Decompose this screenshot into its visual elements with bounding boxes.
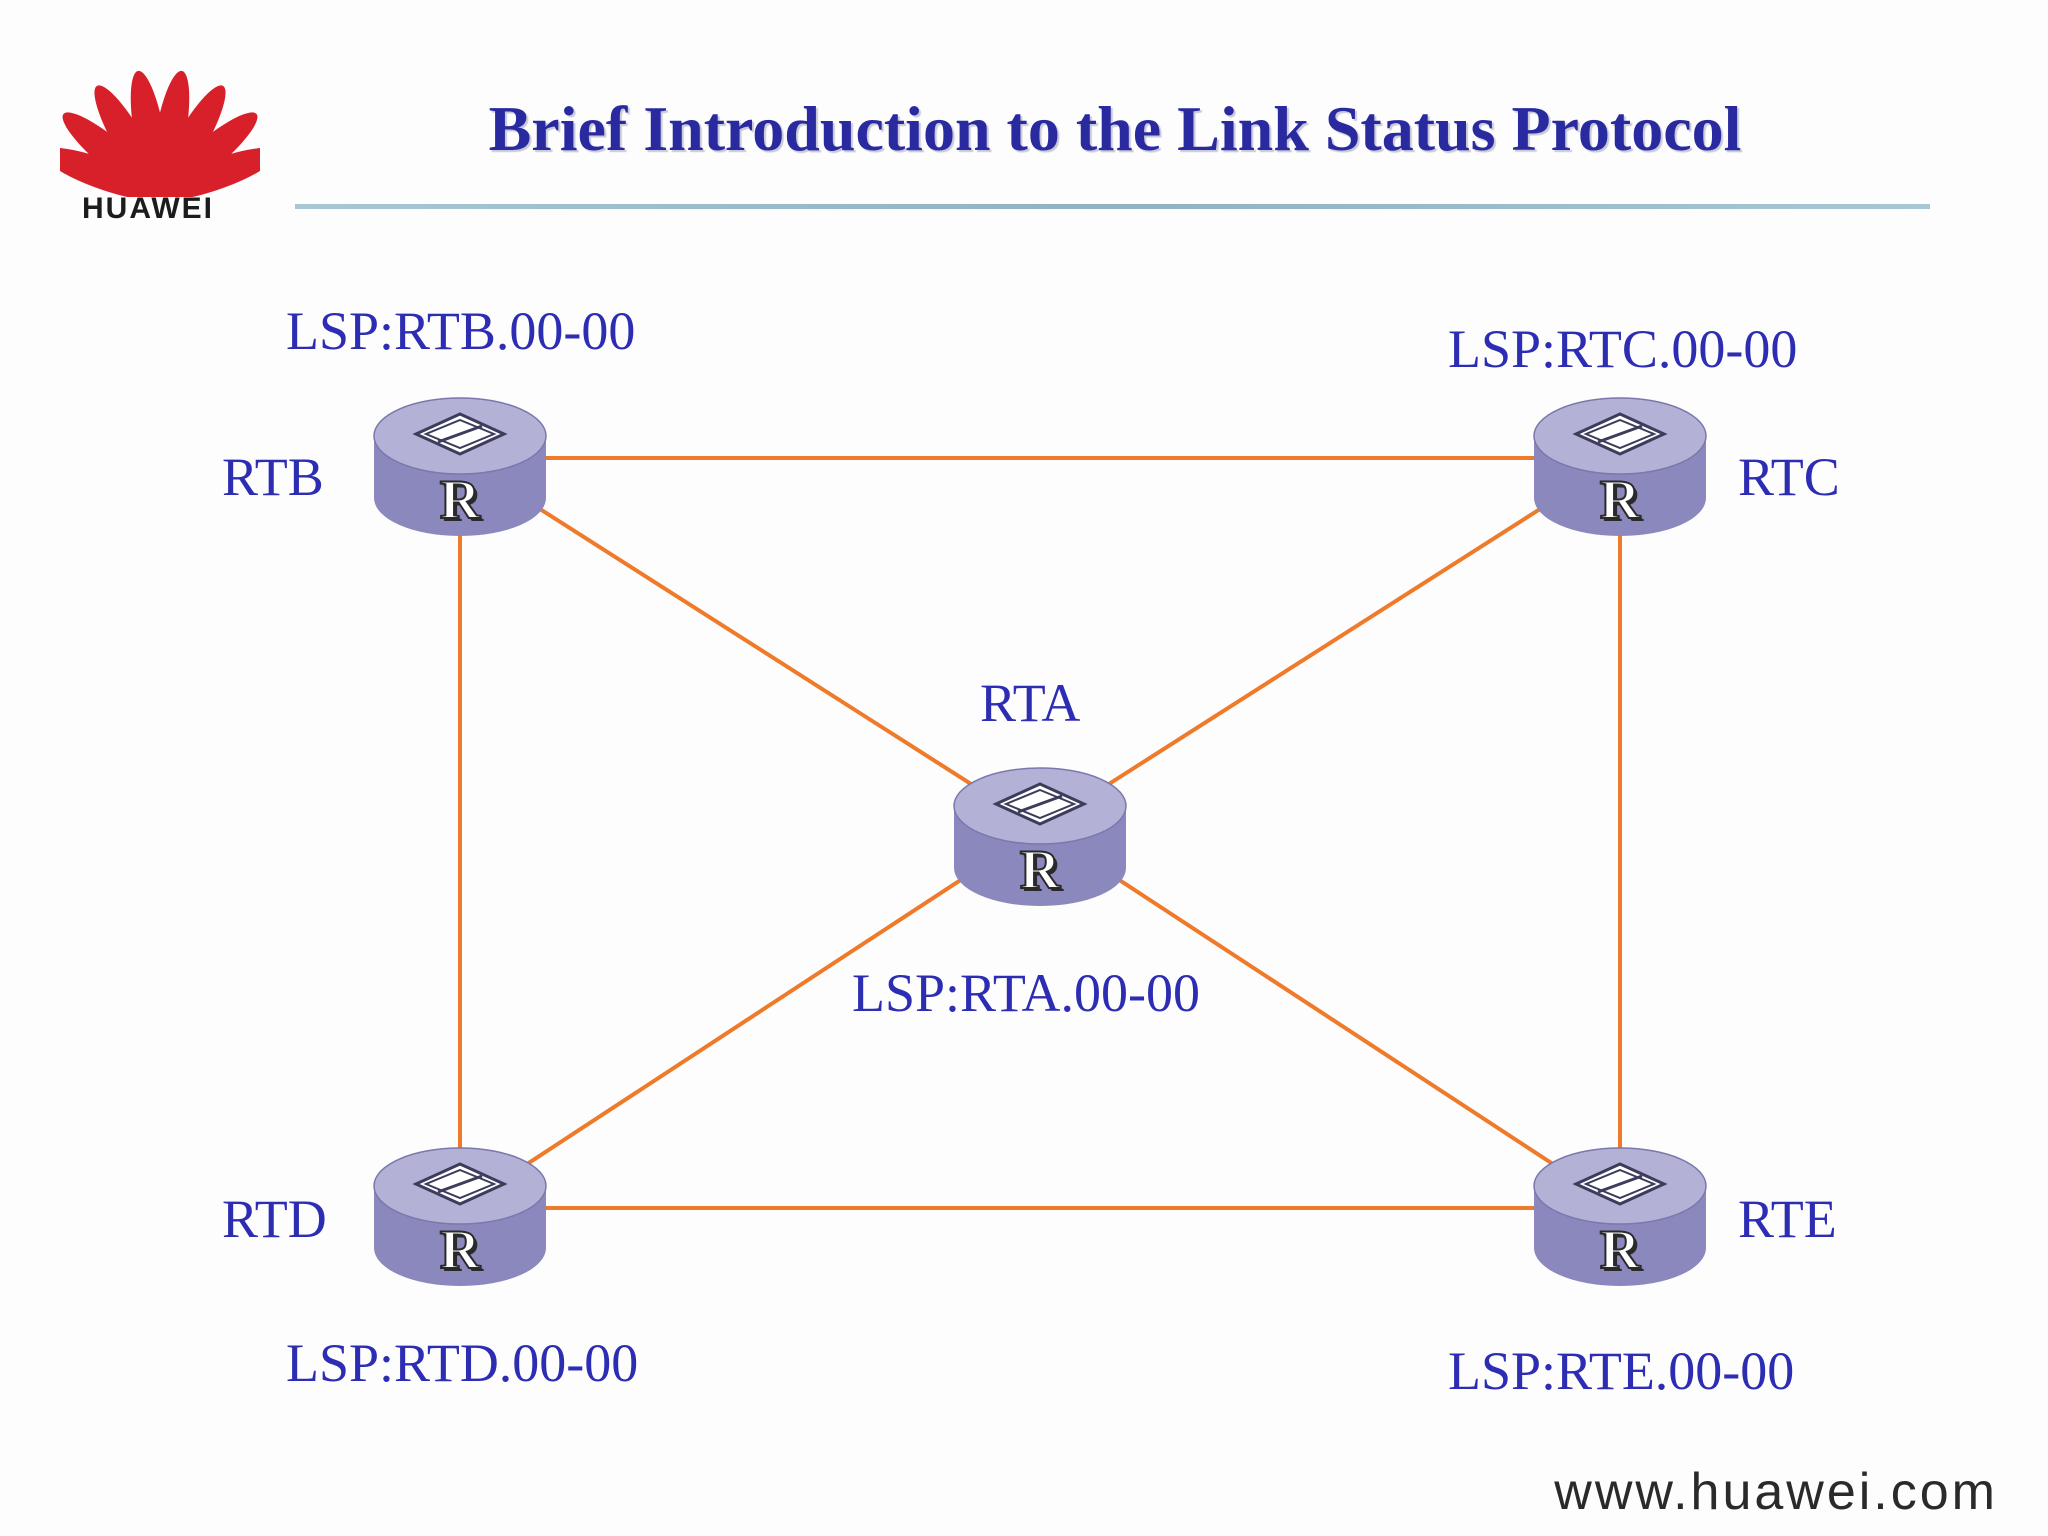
router-name-rte: RTE bbox=[1738, 1189, 1837, 1249]
svg-text:R: R bbox=[1020, 839, 1061, 901]
lsp-label-rte: LSP:RTE.00-00 bbox=[1448, 1341, 1795, 1401]
router-name-rtd: RTD bbox=[222, 1189, 327, 1249]
page-title: Brief Introduction to the Link Status Pr… bbox=[488, 93, 1742, 164]
svg-text:R: R bbox=[440, 1219, 481, 1281]
link-rtc-rta bbox=[1038, 456, 1622, 830]
router-name-rtc: RTC bbox=[1738, 447, 1840, 507]
logo-text: HUAWEI bbox=[82, 192, 214, 225]
link-rtd-rta bbox=[458, 826, 1042, 1210]
router-name-rtb: RTB bbox=[222, 447, 324, 507]
svg-text:R: R bbox=[1603, 472, 1644, 534]
logo-petal bbox=[157, 147, 260, 200]
svg-text:R: R bbox=[440, 469, 481, 531]
lsp-label-rtc: LSP:RTC.00-00 bbox=[1448, 319, 1798, 379]
link-rtb-rta bbox=[458, 456, 1042, 830]
link-rte-rta bbox=[1038, 826, 1622, 1210]
lsp-label-rta: LSP:RTA.00-00 bbox=[852, 963, 1200, 1023]
svg-text:R: R bbox=[1603, 1222, 1644, 1284]
title-divider bbox=[295, 204, 1930, 209]
footer-url: www.huawei.com bbox=[1554, 1463, 1998, 1521]
huawei-logo-icon bbox=[60, 70, 260, 235]
router-name-rta: RTA bbox=[980, 673, 1081, 733]
lsp-label-rtd: LSP:RTD.00-00 bbox=[286, 1333, 639, 1393]
lsp-label-rtb: LSP:RTB.00-00 bbox=[286, 301, 636, 361]
svg-text:R: R bbox=[1023, 842, 1064, 904]
svg-text:R: R bbox=[1600, 469, 1641, 531]
svg-text:R: R bbox=[443, 472, 484, 534]
logo-petal bbox=[152, 70, 190, 198]
svg-text:R: R bbox=[443, 1222, 484, 1284]
svg-text:R: R bbox=[1600, 1219, 1641, 1281]
